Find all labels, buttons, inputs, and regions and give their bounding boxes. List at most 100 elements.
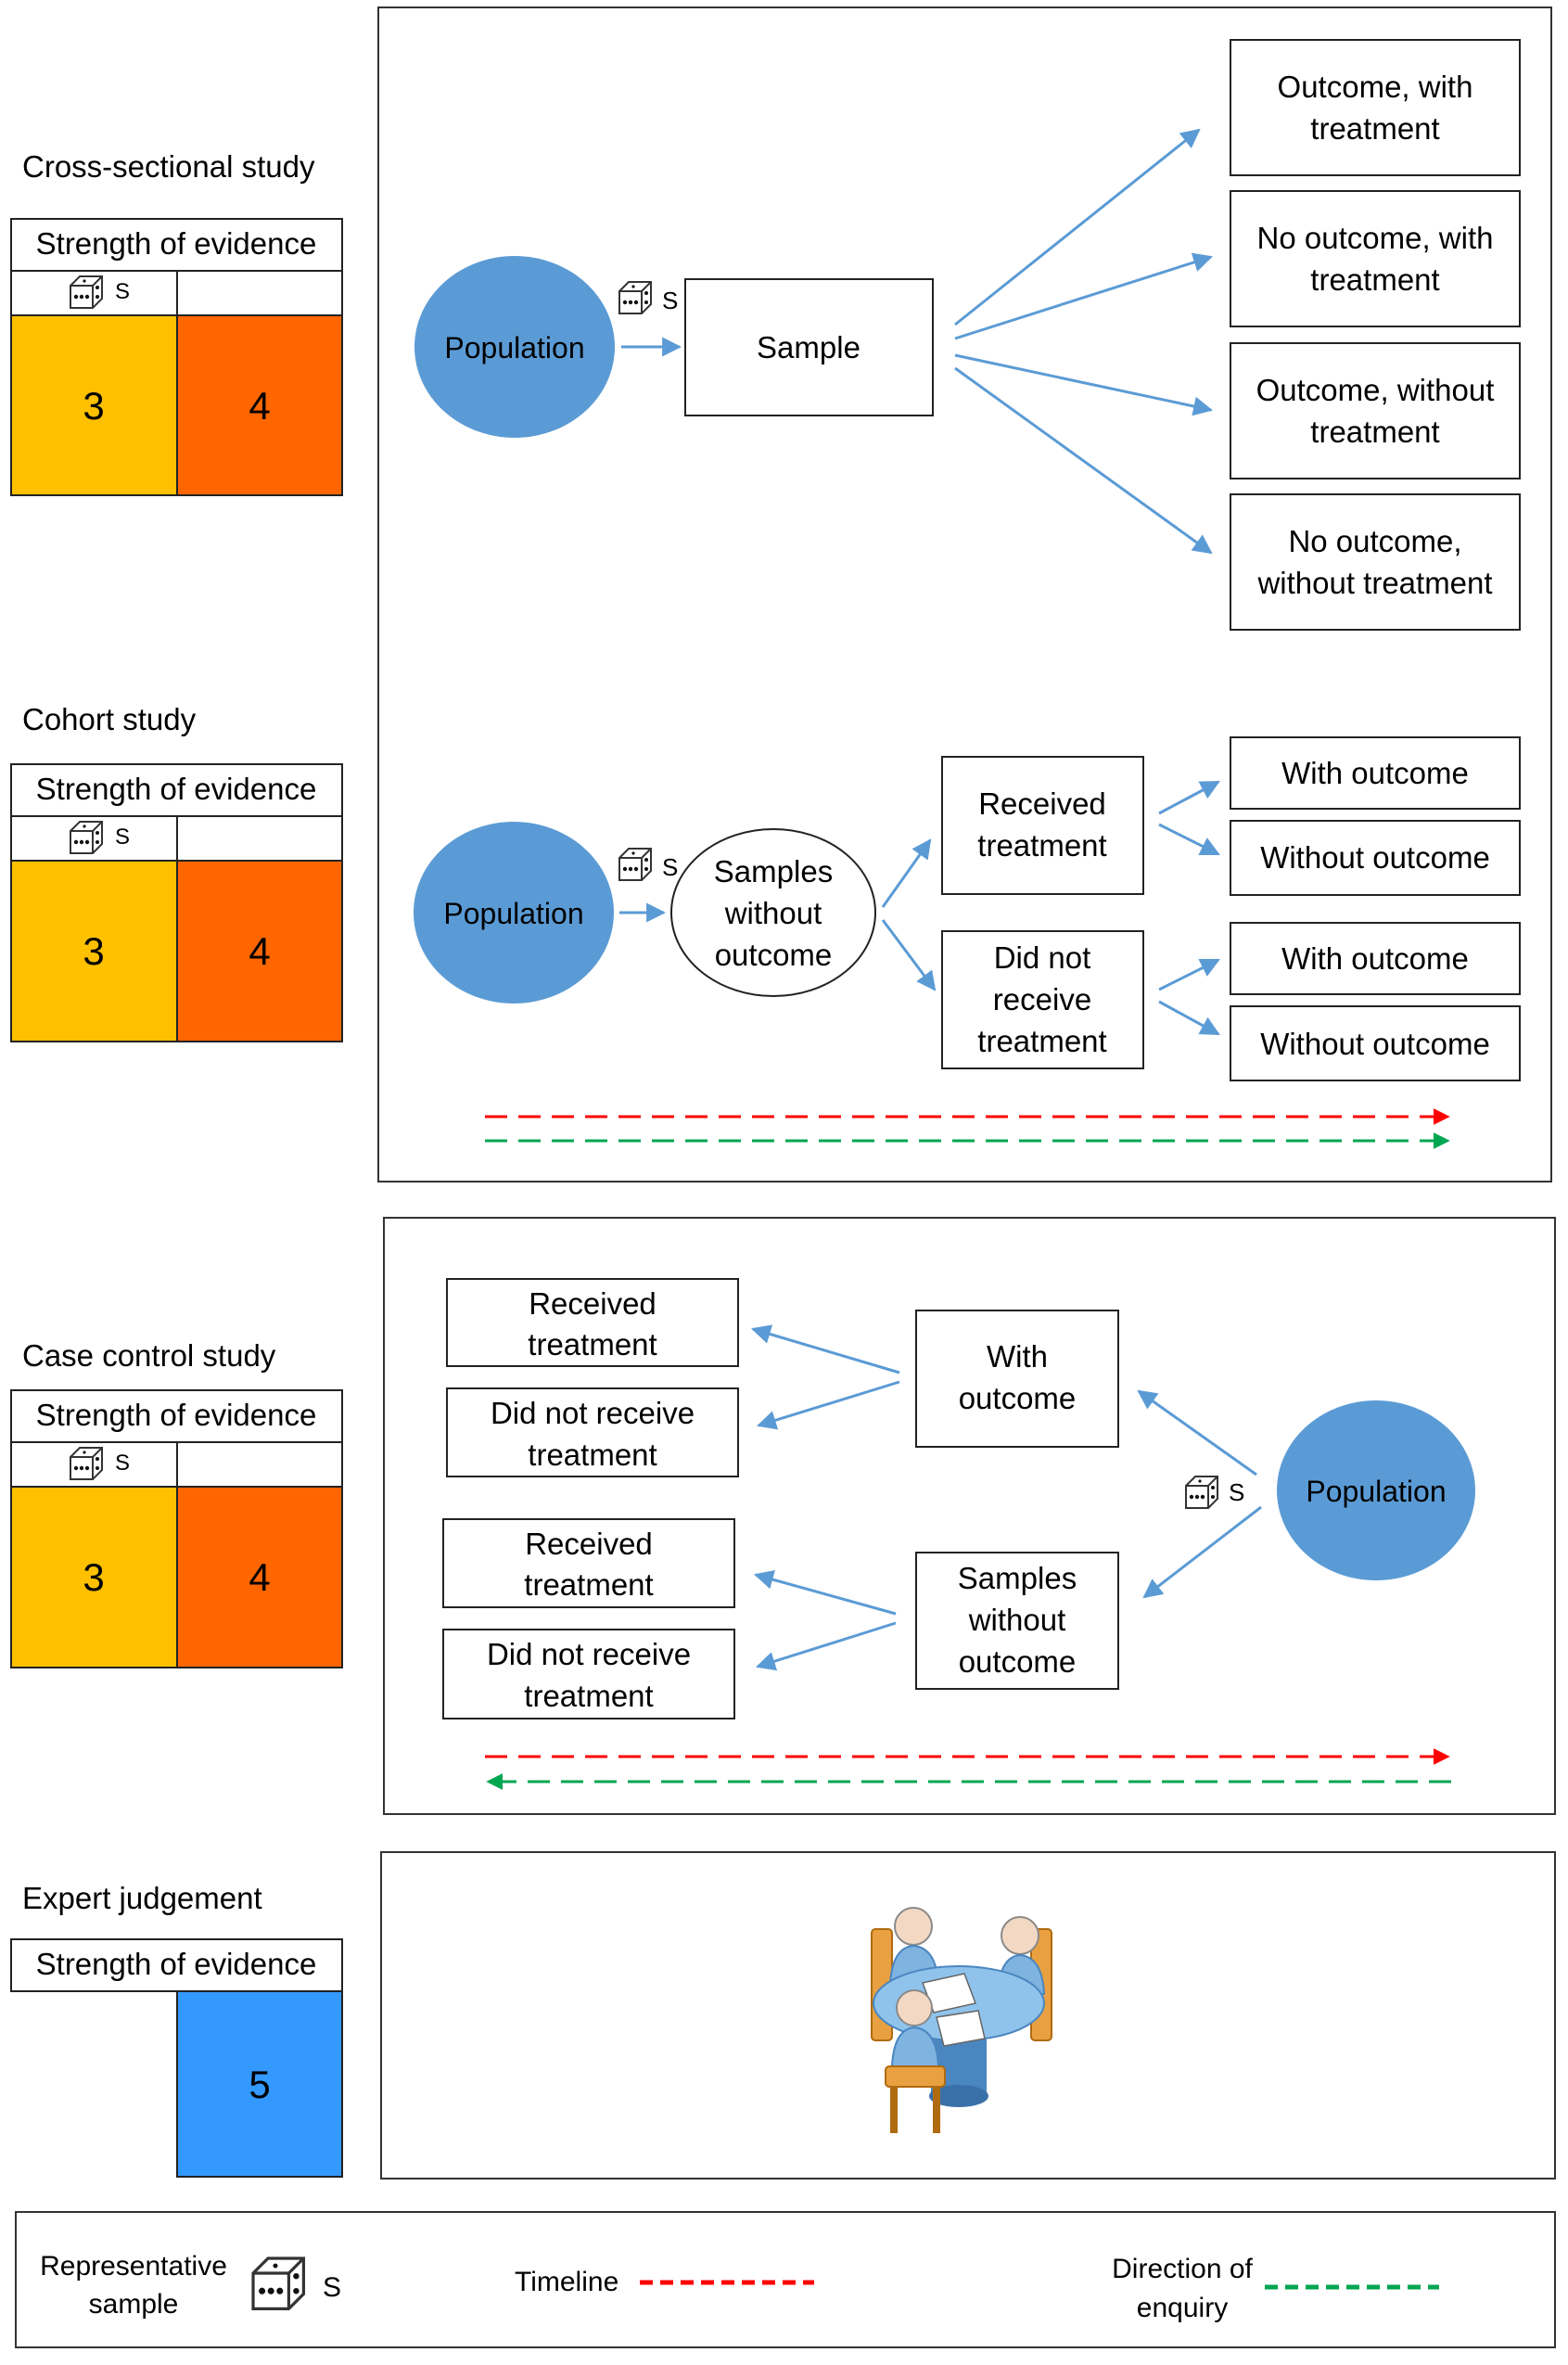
box-line: With outcome <box>1281 756 1469 790</box>
with-outcome-box: With outcome <box>1230 922 1521 995</box>
level-4-box <box>176 314 343 496</box>
sample-marker: S <box>662 287 678 314</box>
level-5-value: 5 <box>249 2063 270 2106</box>
level-4-box <box>176 860 343 1042</box>
arrow <box>954 366 1213 555</box>
without-outcome-box: Without outcome <box>1230 820 1521 896</box>
arrow <box>753 1569 897 1616</box>
no-outcome-without-treatment-box: No outcome, without treatment <box>1230 493 1521 631</box>
population-label: Population <box>1306 1475 1446 1508</box>
box-line: treatment <box>528 1327 657 1361</box>
cross-sectional-strength-panel: Strength of evidence S 3 4 <box>10 218 343 496</box>
sample-marker: S <box>115 1451 130 1476</box>
box-line: With outcome <box>1281 941 1469 976</box>
box-line: treatment <box>977 1024 1106 1058</box>
box-line: Without outcome <box>1260 1027 1490 1061</box>
arrow <box>1137 1389 1257 1477</box>
arrow <box>1158 1000 1220 1036</box>
samples-without-outcome-box: Samples without outcome <box>915 1552 1119 1690</box>
expert-strength-label: Strength of evidence <box>36 1947 317 1981</box>
level-3-value: 3 <box>83 1555 104 1599</box>
samples-without-outcome-node <box>670 828 876 997</box>
level-4-value: 4 <box>249 1555 270 1599</box>
with-outcome-box: With outcome <box>1230 736 1521 810</box>
outcome-line: treatment <box>1310 111 1439 146</box>
box-line: Did not receive <box>491 1396 695 1430</box>
legend-panel <box>15 2211 1556 2348</box>
arrow <box>1158 780 1220 815</box>
level-3-box <box>10 314 178 496</box>
expert-title: Expert judgement <box>22 1881 262 1915</box>
level-4-value: 4 <box>249 384 270 428</box>
case-control-strength-panel: Strength of evidence S 3 4 <box>10 1389 343 1668</box>
box-line: With <box>987 1339 1048 1374</box>
box-line: treatment <box>524 1567 653 1602</box>
arrow <box>954 252 1214 340</box>
outcome-line: without treatment <box>1256 566 1492 600</box>
arrow <box>1158 823 1220 856</box>
outcome-line: No outcome, with <box>1257 221 1494 255</box>
box-line: treatment <box>977 828 1106 863</box>
level-4-value: 4 <box>249 929 270 973</box>
dice-icon <box>70 1447 103 1480</box>
meeting-icon <box>871 1907 1052 2133</box>
arrow <box>1142 1505 1262 1599</box>
outcome-line: No outcome, <box>1288 524 1461 558</box>
legend-representative-sample-line: sample <box>89 2289 179 2320</box>
box-line: Samples <box>958 1561 1077 1595</box>
case-control-title: Case control study <box>22 1338 276 1373</box>
cohort-strength-label: Strength of evidence <box>36 772 317 806</box>
box-line: receive <box>993 982 1091 1016</box>
box-line: Received <box>525 1527 653 1561</box>
sample-label: Sample <box>757 330 860 364</box>
samples-line: outcome <box>715 938 833 972</box>
population-label: Population <box>443 897 583 930</box>
box-line: Received <box>529 1286 657 1321</box>
arrow <box>750 1324 900 1374</box>
arrow <box>881 919 937 991</box>
sample-marker: S <box>115 279 130 304</box>
outcome-line: treatment <box>1310 415 1439 449</box>
outcome-line: treatment <box>1310 262 1439 297</box>
box-line: Without outcome <box>1260 840 1490 875</box>
legend-timeline-label: Timeline <box>515 2267 618 2297</box>
population-node <box>414 256 615 438</box>
received-treatment-box: Received treatment <box>442 1518 735 1608</box>
legend-direction-line: Direction of <box>1112 2254 1253 2284</box>
dice-icon <box>618 281 652 314</box>
expert-strength-panel: Strength of evidence 5 <box>10 1938 343 2178</box>
dice-icon <box>618 848 652 881</box>
no-outcome-with-treatment-box: No outcome, with treatment <box>1230 190 1521 327</box>
sample-box <box>684 278 934 416</box>
did-not-receive-treatment-box: Did not receive treatment <box>442 1629 735 1719</box>
box-line: Received <box>978 786 1106 821</box>
outcome-line: Outcome, with <box>1278 70 1473 104</box>
dice-icon <box>70 821 103 854</box>
outcome-without-treatment-box: Outcome, without treatment <box>1230 342 1521 479</box>
box-line: treatment <box>528 1438 657 1472</box>
arrow <box>881 838 932 908</box>
box-line: treatment <box>524 1679 653 1713</box>
samples-line: without <box>724 896 822 930</box>
box-line: Did not <box>994 940 1091 975</box>
dice-icon <box>251 2256 305 2310</box>
dice-icon <box>70 275 103 309</box>
cohort-strength-panel: Strength of evidence S 3 4 <box>10 763 343 1042</box>
samples-line: Samples <box>714 854 833 888</box>
dice-icon <box>1185 1476 1218 1509</box>
sample-marker: S <box>1229 1478 1244 1506</box>
population-node <box>414 822 614 1004</box>
arrow <box>1158 958 1220 991</box>
level-3-value: 3 <box>83 384 104 428</box>
box-line: without <box>968 1603 1066 1637</box>
outcome-with-treatment-box: Outcome, with treatment <box>1230 39 1521 176</box>
case-control-strength-label: Strength of evidence <box>36 1398 317 1432</box>
legend-representative-sample-line: Representative <box>40 2251 227 2282</box>
sample-marker: S <box>323 2272 341 2303</box>
did-not-receive-treatment-box: Did not receive treatment <box>941 930 1144 1069</box>
cross-sectional-strength-label: Strength of evidence <box>36 226 317 261</box>
received-treatment-box: Received treatment <box>446 1278 739 1367</box>
arrow <box>954 128 1201 326</box>
sample-marker: S <box>662 853 678 881</box>
